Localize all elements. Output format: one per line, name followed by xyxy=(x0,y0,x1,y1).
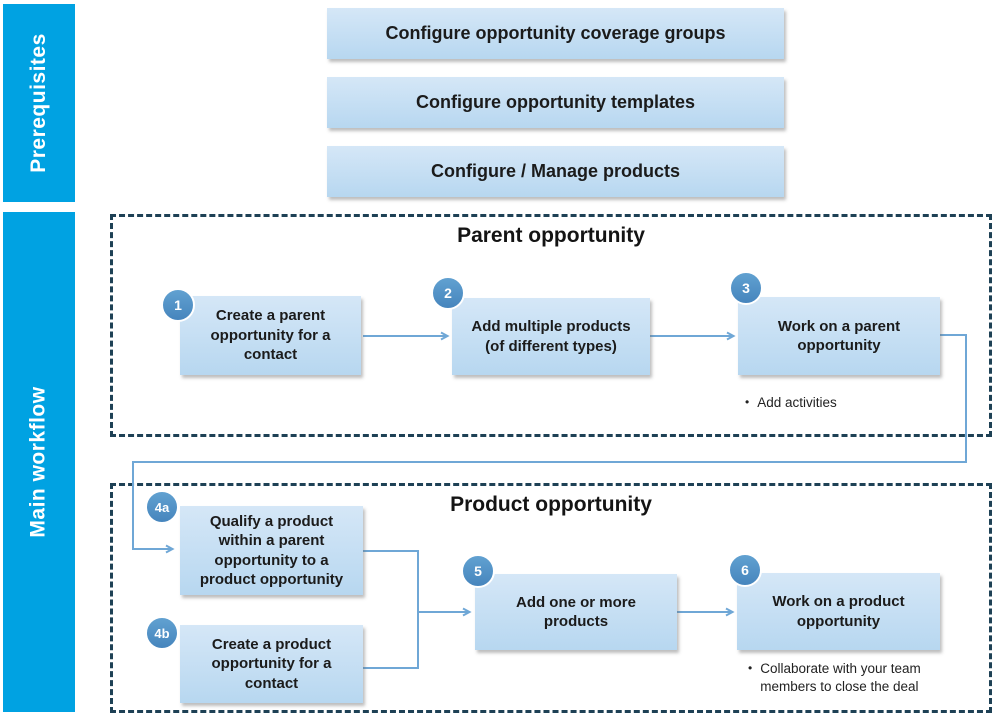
step-label: Work on a product opportunity xyxy=(772,593,905,630)
step-badge-4b: 4b xyxy=(145,616,179,650)
step-badge-2: 2 xyxy=(431,276,465,310)
main-workflow-label: Main workflow xyxy=(27,386,50,538)
step-box-5: Add one or more products xyxy=(475,574,677,650)
step-badge-6: 6 xyxy=(728,553,762,587)
section-title-parent: Parent opportunity xyxy=(457,224,645,247)
step-box-1: Create a parent opportunity for a contac… xyxy=(180,296,361,375)
prerequisite-label: Configure / Manage products xyxy=(430,161,680,181)
step-box-2: Add multiple products (of different type… xyxy=(452,298,650,375)
step-label: Work on a parent opportunity xyxy=(777,317,901,355)
prerequisite-item-templates: Configure opportunity templates xyxy=(327,77,784,128)
step-badge-3: 3 xyxy=(729,271,763,305)
note-text: Add activities xyxy=(757,395,837,410)
step-label: Add one or more products xyxy=(515,593,636,631)
step-box-4b: Create a product opportunity for a conta… xyxy=(180,625,363,703)
bullet-icon: • xyxy=(745,395,750,409)
sidebar-band-main-workflow: Main workflow xyxy=(3,212,75,712)
step-box-6: Work on a product opportunity xyxy=(737,573,940,650)
step-label: Qualify a product within a parent opport… xyxy=(199,512,344,589)
step-label: Create a product opportunity for a conta… xyxy=(211,635,332,692)
prerequisites-label: Prerequisites xyxy=(27,33,51,173)
step-badge-1: 1 xyxy=(161,288,195,322)
note-text: Collaborate with your team members to cl… xyxy=(760,661,921,694)
step-label: Create a parent opportunity for a contac… xyxy=(210,307,331,364)
step-badge-5: 5 xyxy=(461,554,495,588)
step-note-collaborate: • Collaborate with your team members to … xyxy=(748,660,926,695)
prerequisite-label: Configure opportunity coverage groups xyxy=(385,23,726,43)
step-box-4a: Qualify a product within a parent opport… xyxy=(180,506,363,595)
bullet-icon: • xyxy=(748,661,753,675)
step-label: Add multiple products (of different type… xyxy=(471,318,631,355)
sidebar-band-prerequisites: Prerequisites xyxy=(3,4,75,202)
step-note-add-activities: • Add activities xyxy=(745,394,915,412)
prerequisite-item-products: Configure / Manage products xyxy=(327,146,784,197)
prerequisite-item-coverage-groups: Configure opportunity coverage groups xyxy=(327,8,784,59)
step-badge-4a: 4a xyxy=(145,490,179,524)
step-box-3: Work on a parent opportunity xyxy=(738,297,940,375)
prerequisite-label: Configure opportunity templates xyxy=(416,92,695,112)
